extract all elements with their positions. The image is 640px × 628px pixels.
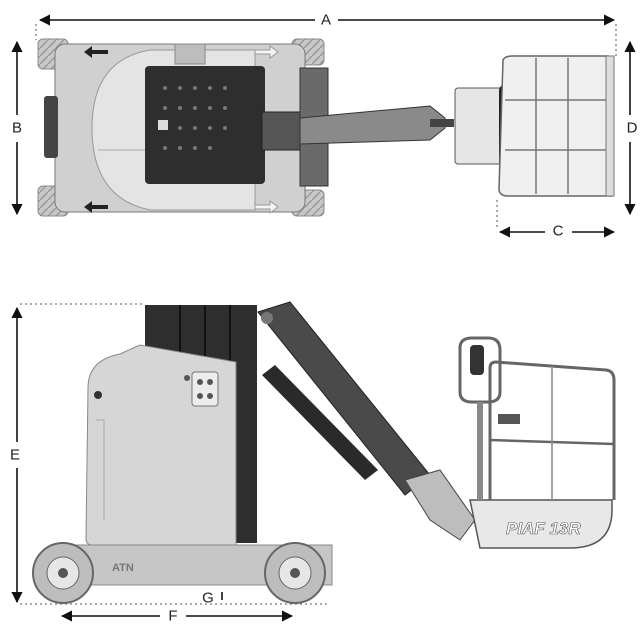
basket-top-icon [454, 55, 615, 197]
arrow-right-icon [254, 45, 279, 59]
top-view: A B [11, 12, 638, 240]
dimension-d-label: D [627, 120, 638, 137]
dimension-e: E [10, 303, 330, 605]
basket-icon: PIAF 13R [458, 336, 616, 549]
arrow-left-icon [84, 46, 108, 58]
dimension-f-label: F [168, 608, 177, 625]
dimension-g: G [202, 590, 223, 607]
jib-arm [404, 469, 476, 541]
dimension-f: F [60, 608, 294, 625]
dimension-a: A [35, 12, 617, 56]
boom-arm-top [299, 105, 446, 145]
side-view: E ATN [10, 301, 616, 625]
mast-top-icon [145, 66, 265, 184]
dimension-e-label: E [10, 447, 20, 464]
dimension-d: D [624, 40, 638, 216]
tow-handle [44, 96, 58, 158]
wheel-icon [264, 542, 326, 604]
wheel-icon [32, 542, 94, 604]
control-plate [191, 371, 219, 407]
arrow-right-icon [254, 200, 279, 214]
dimension-b: B [11, 40, 23, 216]
boom-upper-arm [257, 301, 431, 496]
model-label: PIAF 13R [506, 519, 581, 538]
dimension-c-label: C [553, 223, 564, 240]
dimension-g-label: G [202, 590, 214, 607]
boom-cylinder [262, 365, 378, 480]
dimension-c: C [496, 200, 616, 240]
arrow-left-icon [84, 201, 108, 213]
dimension-b-label: B [12, 120, 22, 137]
dimension-a-label: A [321, 12, 331, 29]
machine-logo: ATN [112, 562, 134, 574]
